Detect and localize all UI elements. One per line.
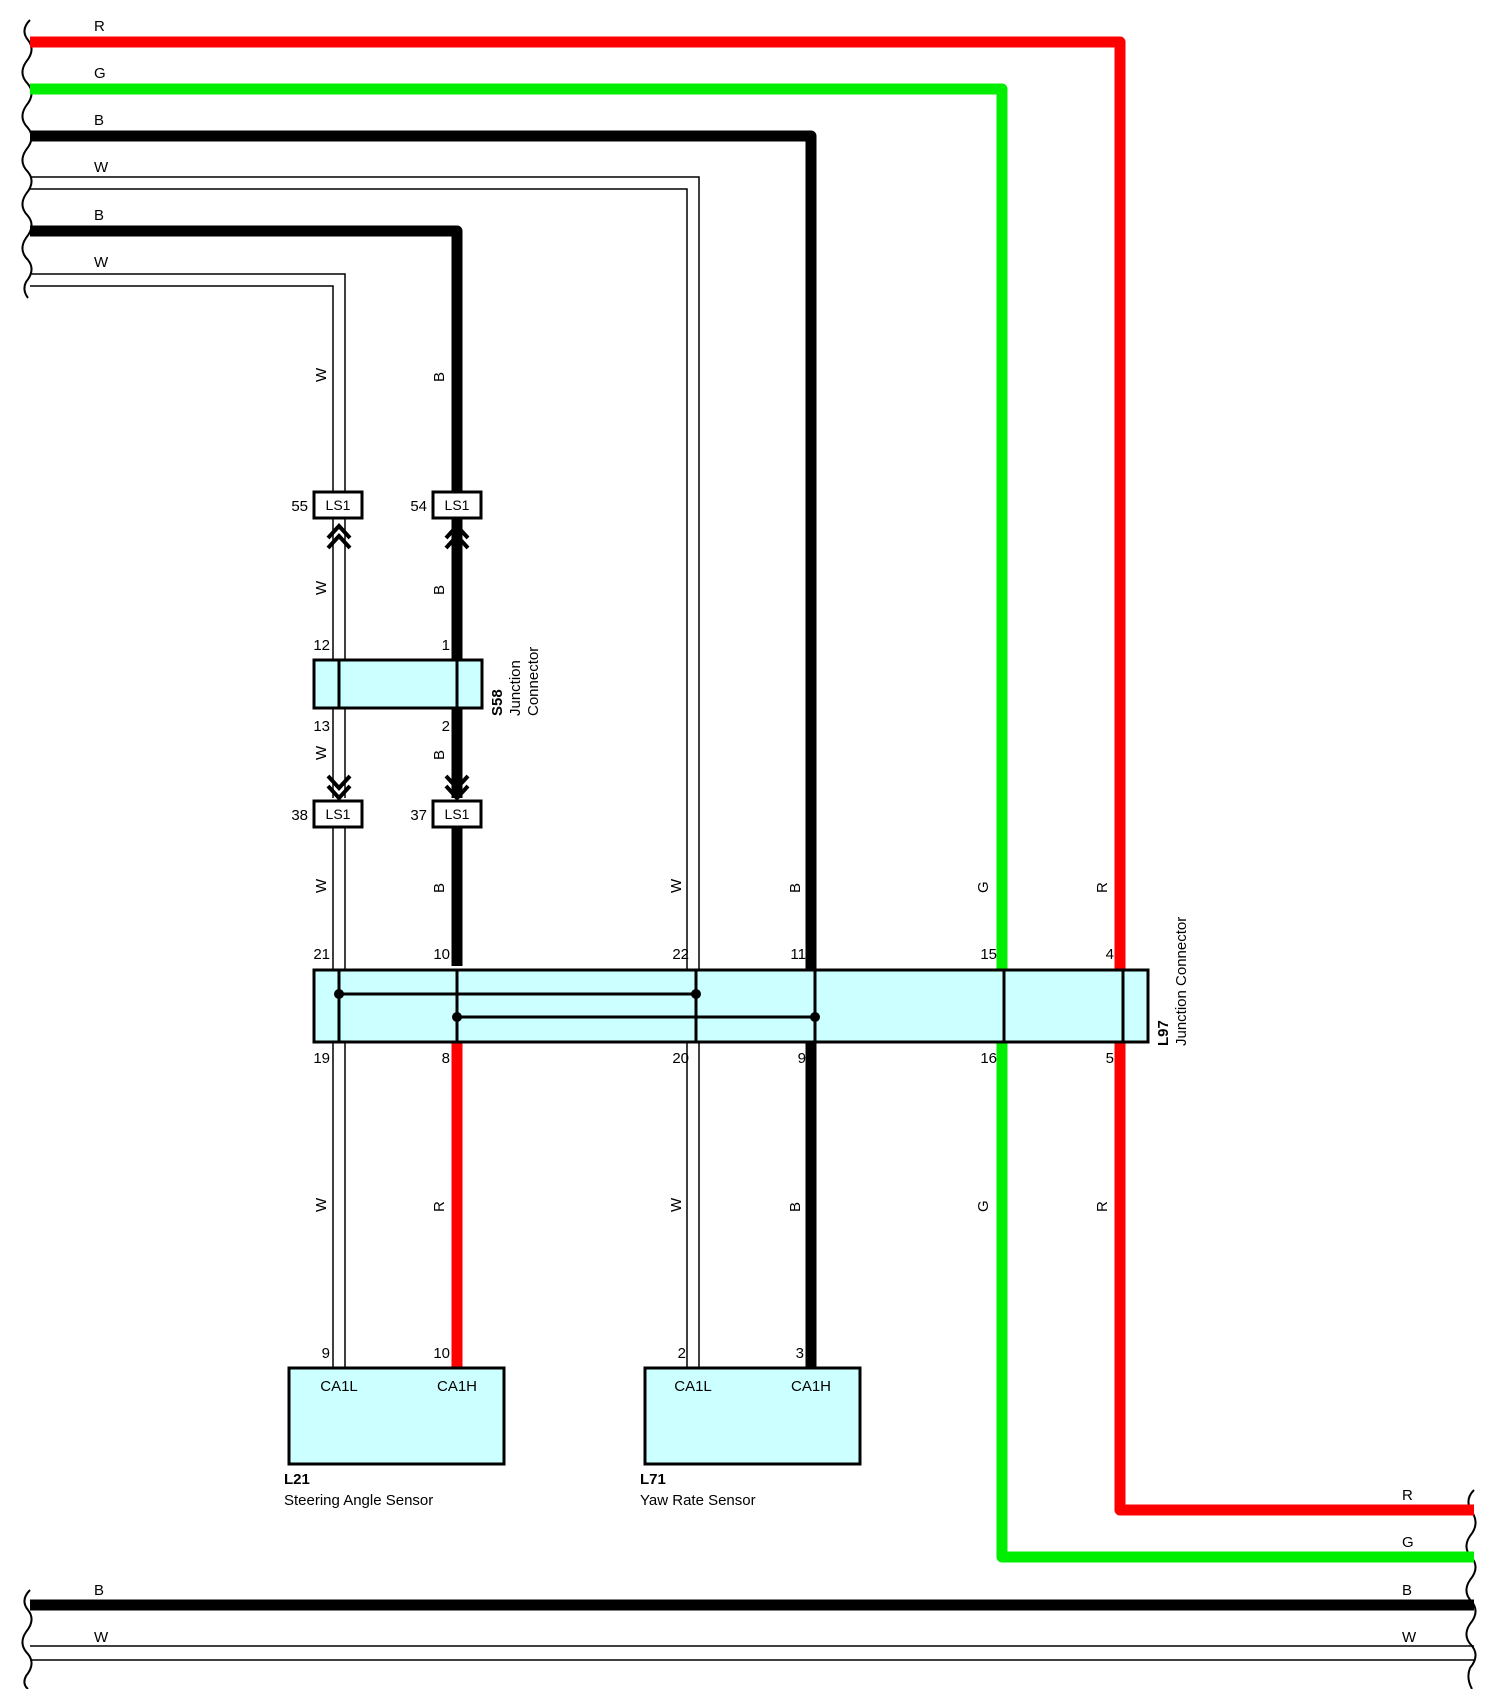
ls1-pin-54: 54 (410, 498, 427, 515)
ls1-label: LS1 (326, 497, 351, 513)
ls1-label: LS1 (445, 497, 470, 513)
wire-label-g-2: G (975, 1200, 992, 1212)
l97-pin-5: 5 (1106, 1050, 1114, 1067)
ls1-box-38: LS1 (312, 799, 364, 829)
wire-label-b-5: B (787, 883, 804, 893)
wire-b-yaw (30, 130, 817, 1368)
wire-label-b-6: B (787, 1202, 804, 1212)
ls1-label: LS1 (326, 806, 351, 822)
l97-pin-15: 15 (980, 946, 997, 963)
l97-pin-21: 21 (313, 946, 330, 963)
ls1-box-37: LS1 (431, 799, 483, 829)
wire-label-b-4: B (431, 883, 448, 893)
l71-yaw-rate-sensor: CA1L CA1H (643, 1366, 862, 1466)
bottom-right-label-4: W (1402, 1629, 1417, 1646)
wire-label-w-2: W (313, 580, 330, 595)
left-break-marks (21, 19, 33, 1689)
wire-r-top (30, 36, 1474, 1516)
wire-g-top (30, 83, 1474, 1563)
bottom-right-bus-labels: R G B W (1402, 1487, 1417, 1646)
wire-label-b-1: B (431, 372, 448, 382)
wire-label-w-3: W (313, 745, 330, 760)
s58-id: S58 (489, 689, 506, 716)
l97-id: L97 (1155, 1020, 1172, 1046)
ls1-label: LS1 (445, 806, 470, 822)
wire-label-w-6: W (313, 1197, 330, 1212)
wire-label-g-1: G (975, 881, 992, 893)
l97-pin-10: 10 (433, 946, 450, 963)
ls1-pin-37: 37 (410, 807, 427, 824)
l97-top-pins: 21 10 22 11 15 4 (313, 946, 1114, 963)
l21-id: L21 (284, 1471, 310, 1488)
bottom-right-label-3: B (1402, 1582, 1412, 1599)
l71-term-high: CA1H (791, 1378, 831, 1395)
wire-label-r-3: R (1094, 1201, 1111, 1212)
wire-label-b-3: B (431, 750, 448, 760)
l21-pin-high: 10 (433, 1345, 450, 1362)
l97-pin-22: 22 (672, 946, 689, 963)
l71-pin-high: 3 (796, 1345, 804, 1362)
l71-id: L71 (640, 1471, 666, 1488)
top-bus-label-1: R (94, 18, 105, 35)
wire-label-r-1: R (1094, 882, 1111, 893)
s58-pin-2: 2 (442, 718, 450, 735)
l97-pin-19: 19 (313, 1050, 330, 1067)
wire-label-w-4: W (313, 878, 330, 893)
s58-pin-12: 12 (313, 637, 330, 654)
bottom-left-label-2: W (94, 1629, 109, 1646)
l71-term-low: CA1L (674, 1378, 712, 1395)
l97-pin-16: 16 (980, 1050, 997, 1067)
s58-caption: S58 Junction Connector (489, 647, 542, 716)
wire-label-w-5: W (668, 878, 685, 893)
l71-pin-low: 2 (678, 1345, 686, 1362)
ls1-box-54: LS1 (431, 490, 483, 520)
wire-b-steering (30, 225, 463, 966)
bottom-left-label-1: B (94, 1582, 104, 1599)
ls1-chevrons (326, 523, 470, 801)
top-bus-label-4: W (94, 159, 109, 176)
l21-term-high: CA1H (437, 1378, 477, 1395)
top-bus-label-2: G (94, 65, 106, 82)
ls1-pin-55: 55 (291, 498, 308, 515)
wire-w-bottom (30, 1645, 1474, 1661)
right-break-marks (1465, 1489, 1477, 1689)
s58-name-line1: Junction (507, 660, 524, 716)
bottom-left-bus-labels: B W (94, 1582, 109, 1646)
s58-name-line2: Connector (525, 647, 542, 716)
l21-pin-low: 9 (322, 1345, 330, 1362)
bottom-right-label-2: G (1402, 1534, 1414, 1551)
l97-pin-8: 8 (442, 1050, 450, 1067)
l97-pin-9: 9 (798, 1050, 806, 1067)
vertical-wire-labels: W B W B W B W B W B G R W R W B G R (313, 367, 1111, 1212)
l21-term-low: CA1L (320, 1378, 358, 1395)
bottom-right-label-1: R (1402, 1487, 1413, 1504)
l97-junction-connector (312, 968, 1150, 1044)
top-bus-label-6: W (94, 254, 109, 271)
l97-pin-20: 20 (672, 1050, 689, 1067)
ls1-pin-38: 38 (291, 807, 308, 824)
l21-steering-angle-sensor: CA1L CA1H (287, 1366, 506, 1466)
top-bus-labels: R G B W B W (94, 18, 109, 271)
top-bus-label-5: B (94, 207, 104, 224)
s58-junction-connector (312, 658, 484, 710)
l21-name: Steering Angle Sensor (284, 1492, 433, 1509)
s58-pin-13: 13 (313, 718, 330, 735)
wire-w-steering (30, 273, 346, 1368)
wire-label-w-1: W (313, 367, 330, 382)
l71-name: Yaw Rate Sensor (640, 1492, 756, 1509)
wire-label-r-2: R (431, 1201, 448, 1212)
l97-pin-4: 4 (1106, 946, 1114, 963)
s58-pin-1: 1 (442, 637, 450, 654)
l97-bottom-pins: 19 8 20 9 16 5 (313, 1050, 1114, 1067)
ls1-box-55: LS1 (312, 490, 364, 520)
wire-label-w-7: W (668, 1197, 685, 1212)
wire-label-b-2: B (431, 585, 448, 595)
l97-caption: L97 Junction Connector (1155, 917, 1190, 1046)
top-bus-label-3: B (94, 112, 104, 129)
l97-pin-11: 11 (790, 946, 806, 963)
wire-w-yaw (30, 176, 700, 1368)
l97-name: Junction Connector (1173, 917, 1190, 1046)
